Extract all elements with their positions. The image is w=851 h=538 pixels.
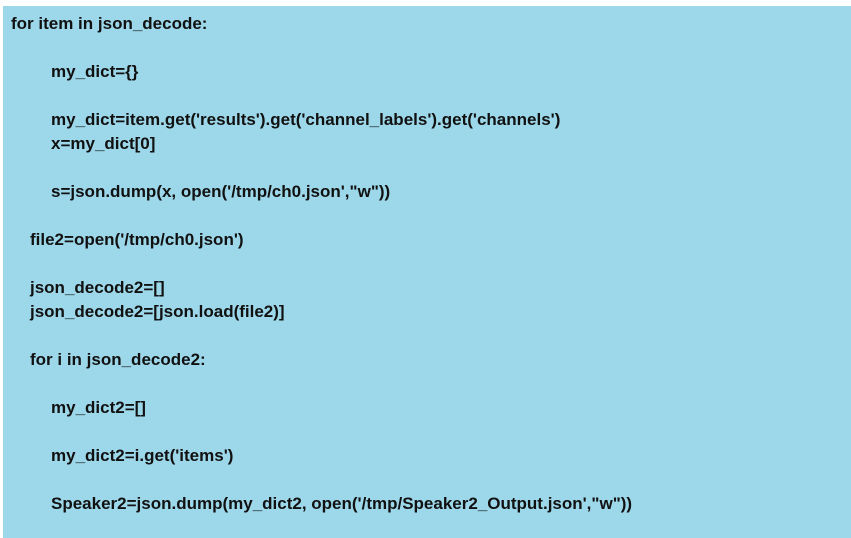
code-line: for i in json_decode2: (30, 350, 206, 369)
code-line: my_dict2=[] (51, 398, 146, 417)
code-line: my_dict=item.get('results').get('channel… (51, 110, 561, 129)
code-line: for item in json_decode: (11, 14, 208, 33)
code-line: json_decode2=[json.load(file2)] (30, 302, 285, 321)
code-line: my_dict2=i.get('items') (51, 446, 234, 465)
code-line: Speaker2=json.dump(my_dict2, open('/tmp/… (51, 494, 633, 513)
code-snippet-panel: for item in json_decode: my_dict={} my_d… (3, 6, 851, 538)
code-line: file2=open('/tmp/ch0.json') (30, 230, 244, 249)
code-line: s=json.dump(x, open('/tmp/ch0.json',"w")… (51, 182, 391, 201)
code-line: my_dict={} (51, 62, 139, 81)
code-line: x=my_dict[0] (51, 134, 156, 153)
code-line: json_decode2=[] (30, 278, 165, 297)
